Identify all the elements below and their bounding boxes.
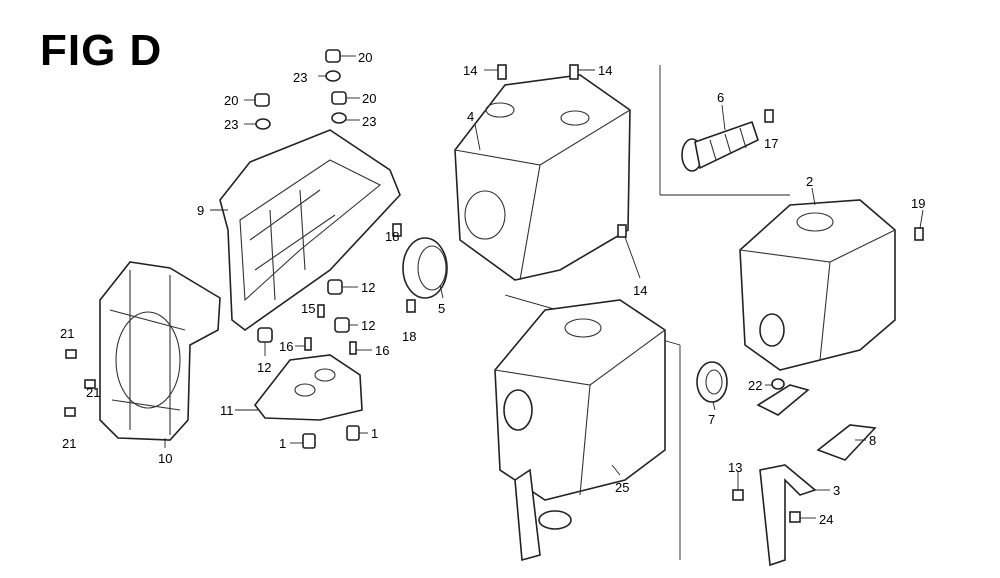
callout-21: 21: [86, 385, 100, 400]
callout-23: 23: [293, 70, 307, 85]
callout-1: 1: [371, 426, 378, 441]
callout-labels: 20 23 20 20 23 23 9 14 14 4 6 17 2 19 18…: [60, 50, 925, 527]
part-9-frame: [219, 129, 401, 331]
callout-1: 1: [279, 436, 286, 451]
figure-title: FIG D: [40, 26, 163, 75]
callout-14: 14: [598, 63, 612, 78]
callout-20: 20: [224, 93, 238, 108]
part-11-plate: [253, 354, 363, 421]
part-4-muffler-cover: [454, 74, 631, 281]
callout-19: 19: [911, 196, 925, 211]
callout-2: 2: [806, 174, 813, 189]
callout-4: 4: [467, 109, 474, 124]
callout-9: 9: [197, 203, 204, 218]
callout-21: 21: [62, 436, 76, 451]
callout-14: 14: [633, 283, 647, 298]
callout-13: 13: [728, 460, 742, 475]
callout-23: 23: [224, 117, 238, 132]
callout-6: 6: [717, 90, 724, 105]
callout-22: 22: [748, 378, 762, 393]
callout-16: 16: [279, 339, 293, 354]
callout-12: 12: [257, 360, 271, 375]
part-6-spark-arrester: [681, 120, 759, 172]
callout-16: 16: [375, 343, 389, 358]
callout-12: 12: [361, 318, 375, 333]
callout-21: 21: [60, 326, 74, 341]
callout-23: 23: [362, 114, 376, 129]
callout-15: 15: [301, 301, 315, 316]
callout-8: 8: [869, 433, 876, 448]
callout-10: 10: [158, 451, 172, 466]
callout-25: 25: [615, 480, 629, 495]
callout-3: 3: [833, 483, 840, 498]
callout-7: 7: [708, 412, 715, 427]
callout-17: 17: [764, 136, 778, 151]
callout-24: 24: [819, 512, 833, 527]
callout-12: 12: [361, 280, 375, 295]
part-2-muffler: [739, 199, 896, 371]
callout-11: 11: [220, 403, 234, 418]
callout-18: 18: [402, 329, 416, 344]
part-10-bracket: [99, 261, 221, 441]
callout-20: 20: [362, 91, 376, 106]
callout-18: 18: [385, 229, 399, 244]
callout-5: 5: [438, 301, 445, 316]
callout-20: 20: [358, 50, 372, 65]
part-25-muffler: [494, 299, 666, 562]
callout-14: 14: [463, 63, 477, 78]
